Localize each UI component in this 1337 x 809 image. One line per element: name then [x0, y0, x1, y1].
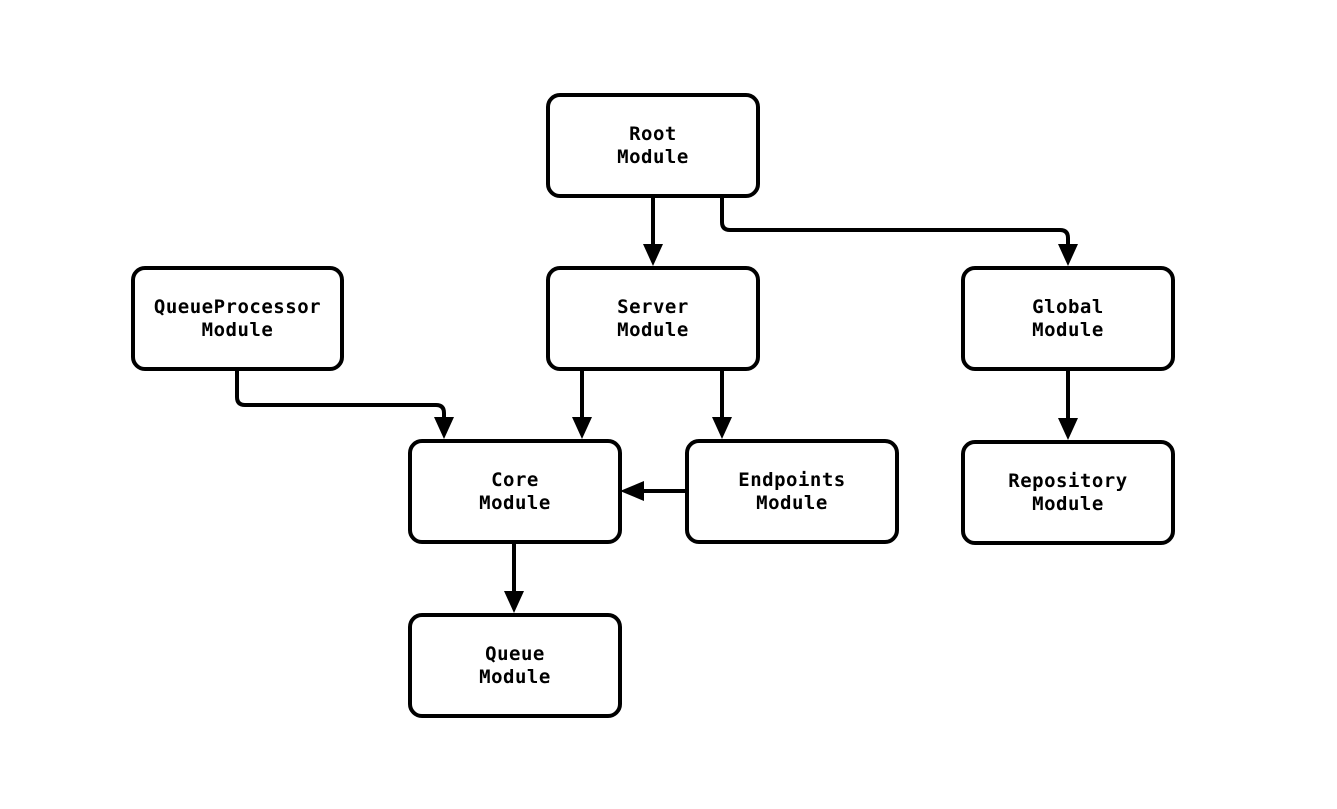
node-label-line2: Module [1032, 319, 1104, 341]
edge-endpoints-to-core [620, 481, 687, 501]
node-label-line1: QueueProcessor [154, 296, 321, 318]
node-label-line1: Queue [485, 643, 545, 665]
node-label-line2: Module [479, 492, 551, 514]
edge-root-to-server [643, 196, 663, 266]
node-label-line2: Module [617, 146, 689, 168]
edge-server-to-core [572, 369, 592, 439]
edge-line [235, 369, 446, 423]
node-label-line2: Module [617, 319, 689, 341]
node-label-line2: Module [479, 666, 551, 688]
arrowhead-icon [1058, 244, 1078, 266]
node-box[interactable] [408, 439, 622, 544]
node-box[interactable] [961, 266, 1175, 371]
node-label-line1: Root [629, 123, 677, 145]
edge-root-to-global [720, 196, 1078, 266]
edge-core-to-queue [504, 542, 524, 613]
edges-layer [235, 196, 1078, 613]
edge-line [720, 196, 1070, 250]
arrowhead-icon [434, 417, 454, 439]
node-box[interactable] [131, 266, 344, 371]
edge-server-to-endpoints [712, 369, 732, 439]
node-label-line1: Endpoints [738, 469, 845, 491]
arrowhead-icon [504, 591, 524, 613]
arrowhead-icon [620, 481, 644, 501]
arrowhead-icon [572, 417, 592, 439]
node-label-line1: Server [617, 296, 689, 318]
node-label-line1: Repository [1008, 470, 1127, 492]
node-box[interactable] [685, 439, 899, 544]
edge-global-to-repository [1058, 369, 1078, 440]
node-label-line2: Module [1032, 493, 1104, 515]
arrowhead-icon [712, 417, 732, 439]
node-label-line1: Core [491, 469, 539, 491]
node-label-line2: Module [202, 319, 274, 341]
edge-queueprocessor-to-core [235, 369, 454, 439]
node-label-line2: Module [756, 492, 828, 514]
node-box[interactable] [546, 93, 760, 198]
arrowhead-icon [1058, 418, 1078, 440]
nodes-layer: RootModuleQueueProcessorModuleServerModu… [131, 93, 1175, 718]
arrowhead-icon [643, 244, 663, 266]
node-box[interactable] [546, 266, 760, 371]
node-box[interactable] [408, 613, 622, 718]
node-label-line1: Global [1032, 296, 1104, 318]
node-box[interactable] [961, 440, 1175, 545]
